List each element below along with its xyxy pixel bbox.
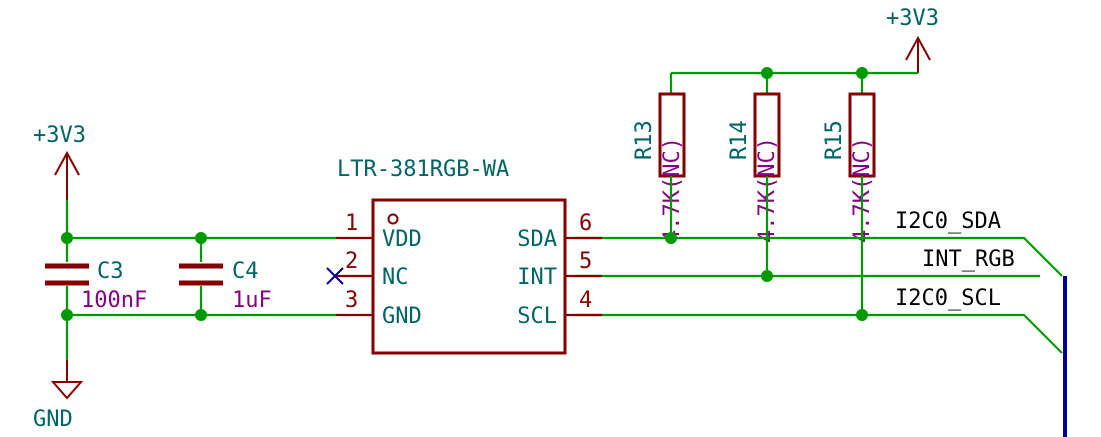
junction xyxy=(195,309,207,321)
power-3v3-top-label: +3V3 xyxy=(886,6,939,31)
net-label-int: INT_RGB xyxy=(922,247,1015,272)
resistor-r15: R15 4.7K(NC) xyxy=(822,92,876,243)
resistor-r13: R13 4.7K(NC) xyxy=(632,92,686,243)
pin-number: 6 xyxy=(579,211,592,236)
no-connect-icon xyxy=(326,267,344,285)
junction xyxy=(856,67,868,79)
gnd-label: GND xyxy=(33,407,73,432)
capacitor-ref: C3 xyxy=(97,259,124,284)
junction xyxy=(61,309,73,321)
net-label-scl: I2C0_SCL xyxy=(895,286,1001,311)
pin-number: 4 xyxy=(579,288,592,313)
power-3v3-top: +3V3 xyxy=(886,6,939,73)
junction xyxy=(761,270,773,282)
resistor-ref: R14 xyxy=(727,120,752,160)
junction xyxy=(665,232,677,244)
power-3v3-left-label: +3V3 xyxy=(33,123,86,148)
capacitor-value: 1uF xyxy=(232,288,272,313)
ic-value: LTR-381RGB-WA xyxy=(337,157,509,182)
pin-number: 2 xyxy=(345,249,358,274)
resistor-ref: R13 xyxy=(632,120,657,160)
pin-name: GND xyxy=(382,304,422,329)
pin-number: 1 xyxy=(345,211,358,236)
wire-scl xyxy=(575,313,1063,354)
junction xyxy=(195,232,207,244)
capacitor-c3: C3 100nF xyxy=(45,259,147,313)
pin-name: SDA xyxy=(517,227,557,252)
capacitor-value: 100nF xyxy=(81,288,147,313)
resistor-r14: R14 4.7K(NC) xyxy=(727,92,781,243)
ground-icon xyxy=(50,381,84,400)
power-3v3-left: +3V3 xyxy=(33,123,86,200)
pin-number: 3 xyxy=(345,288,358,313)
capacitor-ref: C4 xyxy=(232,259,259,284)
pin1-marker-icon xyxy=(387,213,399,225)
pin-name: NC xyxy=(382,265,409,290)
junction xyxy=(856,309,868,321)
pin-name: VDD xyxy=(382,227,422,252)
pin-number: 5 xyxy=(579,249,592,274)
power-gnd: GND xyxy=(33,360,84,432)
capacitor-c4: C4 1uF xyxy=(179,259,272,313)
junction xyxy=(761,67,773,79)
wire-sda xyxy=(575,236,1063,277)
net-label-sda: I2C0_SDA xyxy=(895,209,1001,234)
ic-ltr-381rgb: LTR-381RGB-WA 1 2 3 VDD NC GND 6 5 4 SDA… xyxy=(336,157,602,355)
resistor-value: 4.7K(NC) xyxy=(660,137,685,243)
resistor-ref: R15 xyxy=(822,120,847,160)
junction xyxy=(61,232,73,244)
pin-name: SCL xyxy=(517,304,557,329)
pin-name: INT xyxy=(517,265,557,290)
